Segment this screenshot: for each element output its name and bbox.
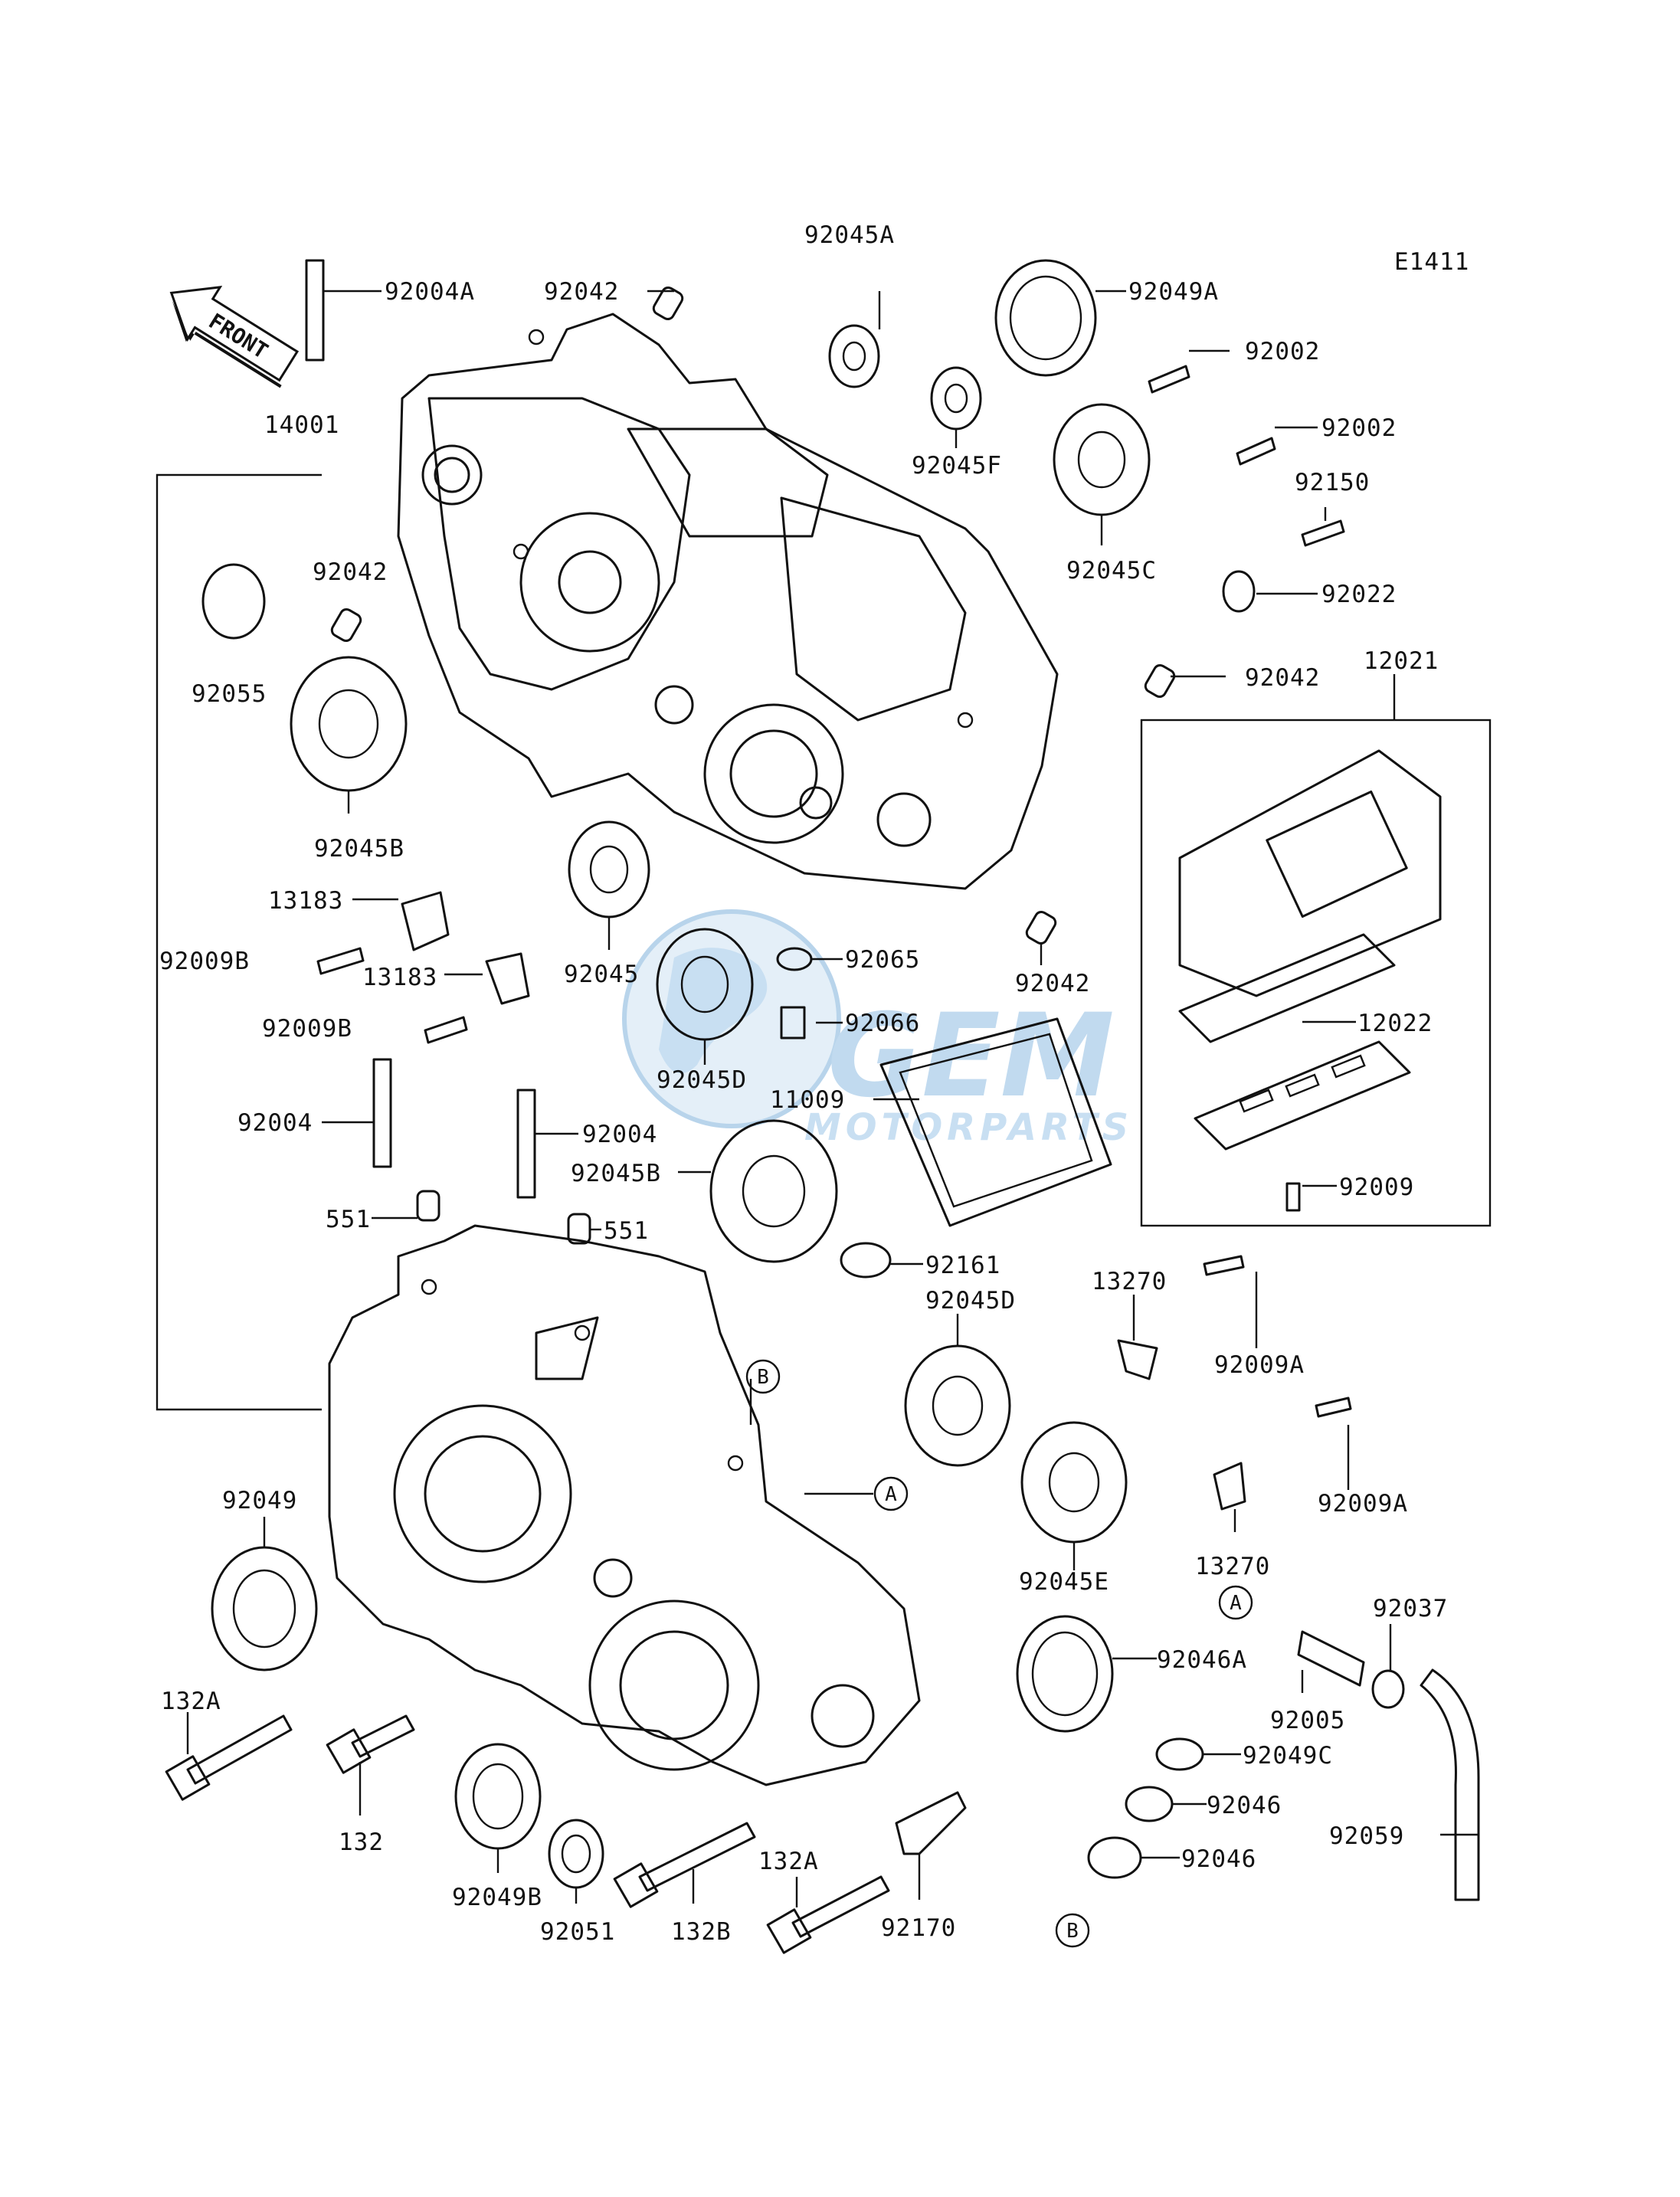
label-92009: 92009 — [1339, 1174, 1414, 1201]
washer-92065 — [776, 947, 813, 971]
label-92009B-b: 92009B — [262, 1015, 352, 1043]
label-92046A: 92046A — [1157, 1646, 1247, 1674]
part-labels: 92004A 92042 92045A 92049A 92002 14001 9… — [159, 221, 1448, 1946]
plug-92161 — [840, 1242, 892, 1279]
bolts — [165, 365, 1352, 1954]
label-132A-a: 132A — [161, 1688, 221, 1715]
svg-text:B: B — [757, 1366, 769, 1389]
bearing-92045C — [1053, 403, 1151, 516]
label-132B: 132B — [671, 1918, 732, 1946]
bearing-92045E — [1020, 1421, 1128, 1544]
label-92045E: 92045E — [1019, 1568, 1109, 1596]
bearing-92045B-mid — [709, 1119, 838, 1263]
label-92055: 92055 — [192, 680, 267, 708]
label-92004A: 92004A — [385, 278, 475, 306]
label-92009A-b: 92009A — [1318, 1490, 1408, 1518]
label-132A-b: 132A — [758, 1848, 819, 1875]
bearing-92045A — [828, 324, 880, 388]
bearing-92045D-mid — [904, 1344, 1011, 1467]
seal-92046A — [1016, 1615, 1114, 1733]
front-arrow-icon: FRONT — [169, 286, 300, 388]
label-12021: 12021 — [1364, 647, 1439, 675]
label-92042-right: 92042 — [1245, 664, 1320, 692]
label-92004-a: 92004 — [237, 1109, 313, 1137]
label-92002-a: 92002 — [1245, 338, 1320, 365]
label-92009A-a: 92009A — [1214, 1351, 1305, 1379]
label-14001: 14001 — [264, 411, 339, 439]
label-13183-b: 13183 — [362, 964, 437, 991]
svg-text:B: B — [1066, 1920, 1079, 1943]
label-92004-b: 92004 — [582, 1121, 657, 1148]
bracket-14001 — [156, 473, 322, 1411]
label-92065: 92065 — [845, 946, 920, 974]
label-92150: 92150 — [1295, 469, 1370, 496]
label-92045B-top: 92045B — [314, 835, 404, 863]
marker-B-bottom: B — [1055, 1913, 1090, 1948]
seal-92049A — [994, 259, 1097, 377]
label-92049A: 92049A — [1128, 278, 1219, 306]
group-box-12021 — [1140, 719, 1492, 1227]
gasket-11009 — [879, 1017, 1112, 1227]
label-92045D-top: 92045D — [657, 1066, 747, 1094]
label-92037: 92037 — [1373, 1595, 1448, 1622]
watermark-brand: GEM — [827, 990, 1115, 1123]
label-92009B-a: 92009B — [159, 948, 250, 975]
label-92045F: 92045F — [912, 452, 1002, 480]
label-92046-b: 92046 — [1181, 1845, 1256, 1873]
label-92042-mid: 92042 — [1015, 970, 1090, 997]
label-132: 132 — [339, 1829, 384, 1856]
label-13270-a: 13270 — [1092, 1268, 1167, 1295]
label-92022: 92022 — [1321, 581, 1397, 608]
label-13270-b: 13270 — [1195, 1553, 1270, 1580]
label-92049: 92049 — [222, 1487, 297, 1514]
label-92046-a: 92046 — [1207, 1792, 1282, 1819]
seal-92051 — [548, 1819, 604, 1889]
o-ring-92055 — [201, 563, 266, 640]
label-13183-a: 13183 — [268, 887, 343, 915]
seal-92049 — [211, 1546, 318, 1671]
label-92002-b: 92002 — [1321, 414, 1397, 442]
label-92049C: 92049C — [1243, 1742, 1333, 1770]
label-92049B: 92049B — [452, 1884, 542, 1911]
label-551-b: 551 — [604, 1217, 649, 1245]
brackets — [401, 891, 1246, 1855]
label-11009: 11009 — [770, 1086, 845, 1114]
label-92005: 92005 — [1270, 1707, 1345, 1734]
svg-text:A: A — [1230, 1592, 1242, 1615]
label-551-a: 551 — [326, 1206, 371, 1233]
marker-A-top: A — [873, 1476, 909, 1511]
lower-crankcase-half — [328, 1224, 921, 1786]
bearing-92045B-top — [290, 656, 408, 792]
label-92161: 92161 — [925, 1252, 1000, 1279]
marker-B-top: B — [745, 1359, 781, 1394]
label-12022: 12022 — [1357, 1010, 1433, 1037]
watermark: GEM MOTORPARTS — [622, 909, 1133, 1149]
upper-crankcase-half — [397, 313, 1059, 890]
label-92042-left: 92042 — [313, 558, 388, 586]
label-92059: 92059 — [1329, 1822, 1404, 1850]
bearing-92045 — [568, 820, 650, 918]
marker-A-bottom: A — [1218, 1585, 1253, 1620]
reed-valve-assembly — [1178, 749, 1442, 1151]
seal-92049B — [454, 1743, 542, 1850]
label-92045C: 92045C — [1066, 557, 1157, 584]
misc-parts — [1087, 1630, 1480, 1901]
leader-lines — [186, 290, 1479, 1907]
label-92170: 92170 — [881, 1914, 956, 1942]
label-92045A: 92045A — [804, 221, 895, 249]
label-92045B-mid: 92045B — [571, 1160, 661, 1187]
label-92045: 92045 — [564, 961, 639, 988]
watermark-sub: MOTORPARTS — [804, 1106, 1133, 1149]
diagram-code: E1411 — [1394, 248, 1469, 276]
label-92051: 92051 — [540, 1918, 615, 1946]
washer-92022 — [1222, 570, 1256, 613]
label-92045D-mid: 92045D — [925, 1287, 1016, 1315]
studs — [305, 259, 536, 1199]
label-92042-top: 92042 — [544, 278, 619, 306]
bearing-92045F — [930, 366, 982, 431]
label-92066: 92066 — [845, 1010, 920, 1037]
svg-text:A: A — [885, 1483, 897, 1506]
